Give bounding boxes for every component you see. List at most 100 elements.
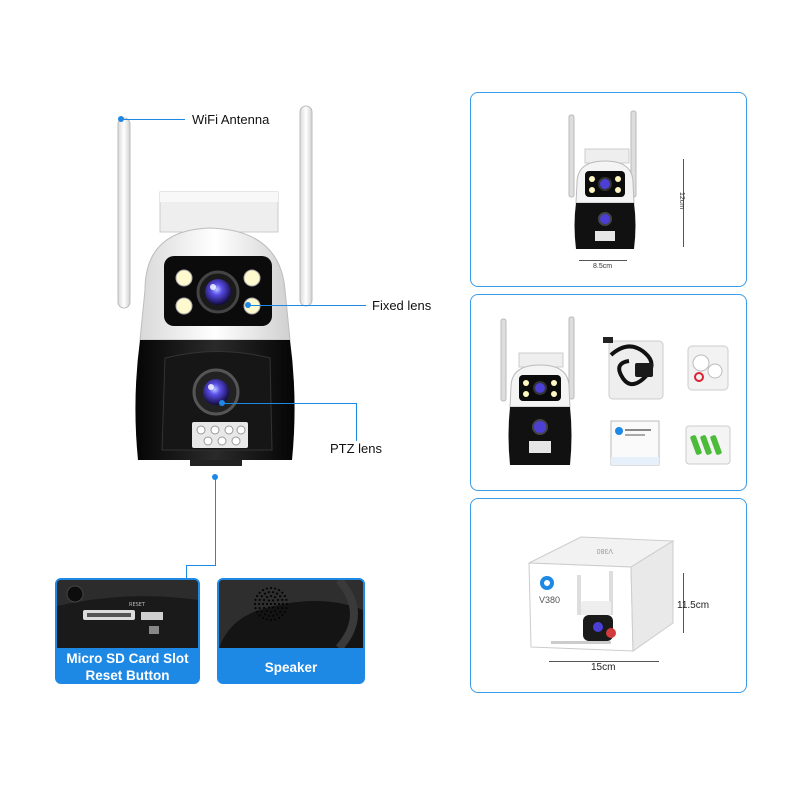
sd-slot-leader-vertical bbox=[215, 477, 216, 565]
speaker-grille-hole bbox=[277, 602, 281, 606]
speaker-grille-hole bbox=[267, 599, 271, 602]
speaker-grille-hole bbox=[269, 602, 273, 606]
sd-card-feature-card: RESET Micro SD Card Slot Reset Button bbox=[55, 578, 200, 684]
speaker-grille-hole bbox=[261, 602, 265, 606]
speaker-grille-hole bbox=[267, 606, 271, 609]
speaker-grille-hole bbox=[275, 592, 279, 595]
ptz-lens-leader-line bbox=[222, 403, 357, 404]
box-dimensions-panel: V380 V380 11.5cm 15cm bbox=[470, 498, 747, 693]
box-height-line bbox=[683, 573, 684, 633]
speaker-grille-hole bbox=[279, 610, 282, 613]
speaker-grille-hole bbox=[258, 598, 261, 601]
anchor-pack-image bbox=[685, 425, 731, 465]
speaker-grille-hole bbox=[271, 606, 275, 609]
speaker-grille-hole bbox=[262, 598, 266, 602]
speaker-grille-hole bbox=[279, 595, 282, 598]
speaker-feature-card: Speaker bbox=[217, 578, 365, 684]
dimensions-panel: 12cm 8.5cm bbox=[470, 92, 747, 287]
speaker-grille-hole bbox=[271, 599, 275, 602]
fixed-lens-leader-line bbox=[248, 305, 366, 306]
speaker-grille-hole bbox=[256, 594, 259, 598]
dimension-width-line bbox=[579, 260, 627, 261]
speaker-grille-hole bbox=[258, 591, 261, 594]
speaker-grille-hole bbox=[285, 598, 288, 601]
dimension-width-label: 8.5cm bbox=[593, 263, 613, 270]
speaker-grille-hole bbox=[277, 616, 281, 619]
box-width-line bbox=[549, 661, 659, 662]
speaker-grille-hole bbox=[267, 591, 271, 594]
speaker-grille-hole bbox=[283, 610, 286, 614]
speaker-grille-hole bbox=[269, 594, 273, 598]
package-contents-panel bbox=[470, 294, 747, 491]
cable-accessory-image bbox=[603, 337, 664, 400]
speaker-grille-hole bbox=[256, 610, 259, 614]
speaker-grille-hole bbox=[265, 595, 269, 599]
speaker-grille-hole bbox=[262, 606, 266, 610]
speaker-grille-hole bbox=[269, 618, 273, 622]
speaker-grille-hole bbox=[273, 602, 277, 606]
speaker-grille-hole bbox=[283, 594, 286, 598]
box-height-label: 11.5cm bbox=[677, 600, 710, 611]
speaker-grille-hole bbox=[265, 618, 268, 621]
speaker-grille-hole bbox=[271, 614, 275, 617]
speaker-grille-hole bbox=[269, 610, 273, 614]
speaker-grille-hole bbox=[276, 598, 280, 602]
speaker-grille-hole bbox=[274, 618, 277, 621]
speaker-grille-hole bbox=[285, 602, 289, 606]
sd-slot-closeup-image: RESET bbox=[57, 580, 198, 648]
speaker-grille-hole bbox=[261, 616, 265, 619]
package-camera-image bbox=[500, 316, 575, 465]
sd-card-caption-line2: Reset Button bbox=[85, 668, 170, 683]
speaker-grille-hole bbox=[265, 602, 269, 606]
speaker-grille-hole bbox=[265, 587, 268, 590]
sd-card-caption-line1: Micro SD Card Slot bbox=[66, 651, 189, 666]
speaker-grille-hole bbox=[263, 613, 267, 616]
speaker-grille-hole bbox=[271, 591, 275, 594]
speaker-grille-hole bbox=[285, 607, 288, 610]
main-camera-illustration bbox=[117, 105, 313, 466]
sd-slot-leader-horizontal bbox=[186, 565, 216, 566]
dimension-height-line bbox=[683, 159, 684, 247]
speaker-grille-hole bbox=[273, 609, 277, 613]
speaker-grille-hole bbox=[281, 614, 284, 617]
speaker-grille-hole bbox=[254, 607, 257, 610]
box-width-label: 15cm bbox=[591, 662, 616, 673]
speaker-grille-hole bbox=[267, 614, 271, 617]
speaker-grille-hole bbox=[274, 587, 277, 590]
speaker-grille-hole bbox=[281, 607, 284, 610]
dimension-height-label: 12cm bbox=[678, 191, 686, 210]
speaker-grille-hole bbox=[260, 595, 263, 598]
speaker-grille-hole bbox=[281, 598, 284, 601]
speaker-grille-hole bbox=[258, 614, 261, 617]
speaker-grille-hole bbox=[258, 607, 261, 610]
speaker-grille-hole bbox=[260, 610, 263, 613]
ptz-lens-leader-drop bbox=[356, 403, 357, 441]
speaker-grille-hole bbox=[281, 591, 284, 594]
speaker-caption: Speaker bbox=[264, 660, 318, 675]
product-box-image: V380 V380 bbox=[528, 536, 675, 652]
speaker-grille-hole bbox=[253, 602, 257, 606]
speaker-grille-hole bbox=[273, 595, 277, 599]
svg-text:RESET: RESET bbox=[129, 602, 146, 608]
svg-text:V380: V380 bbox=[597, 547, 613, 554]
speaker-grille-hole bbox=[257, 602, 261, 606]
speaker-grille-hole bbox=[263, 592, 267, 595]
wifi-antenna-leader-line bbox=[121, 119, 185, 120]
speaker-grille-hole bbox=[276, 606, 280, 610]
ptz-lens-label: PTZ lens bbox=[330, 441, 383, 456]
dimension-camera-image bbox=[568, 110, 637, 249]
speaker-grille-hole bbox=[265, 609, 269, 613]
speaker-grille-hole bbox=[254, 598, 257, 601]
fixed-lens-label: Fixed lens bbox=[372, 298, 432, 313]
speaker-closeup-image bbox=[219, 580, 363, 648]
manual-image bbox=[610, 420, 660, 466]
wifi-antenna-label: WiFi Antenna bbox=[192, 112, 270, 127]
speaker-grille-hole bbox=[281, 602, 285, 606]
speaker-grille-hole bbox=[275, 613, 279, 616]
screw-pack-image bbox=[687, 345, 729, 391]
speaker-grille-hole bbox=[269, 586, 273, 590]
box-brand-text: V380 bbox=[539, 595, 560, 605]
speaker-grille-hole bbox=[261, 589, 265, 592]
speaker-grille-hole bbox=[277, 589, 281, 592]
sd-slot-leader-drop bbox=[186, 565, 187, 579]
